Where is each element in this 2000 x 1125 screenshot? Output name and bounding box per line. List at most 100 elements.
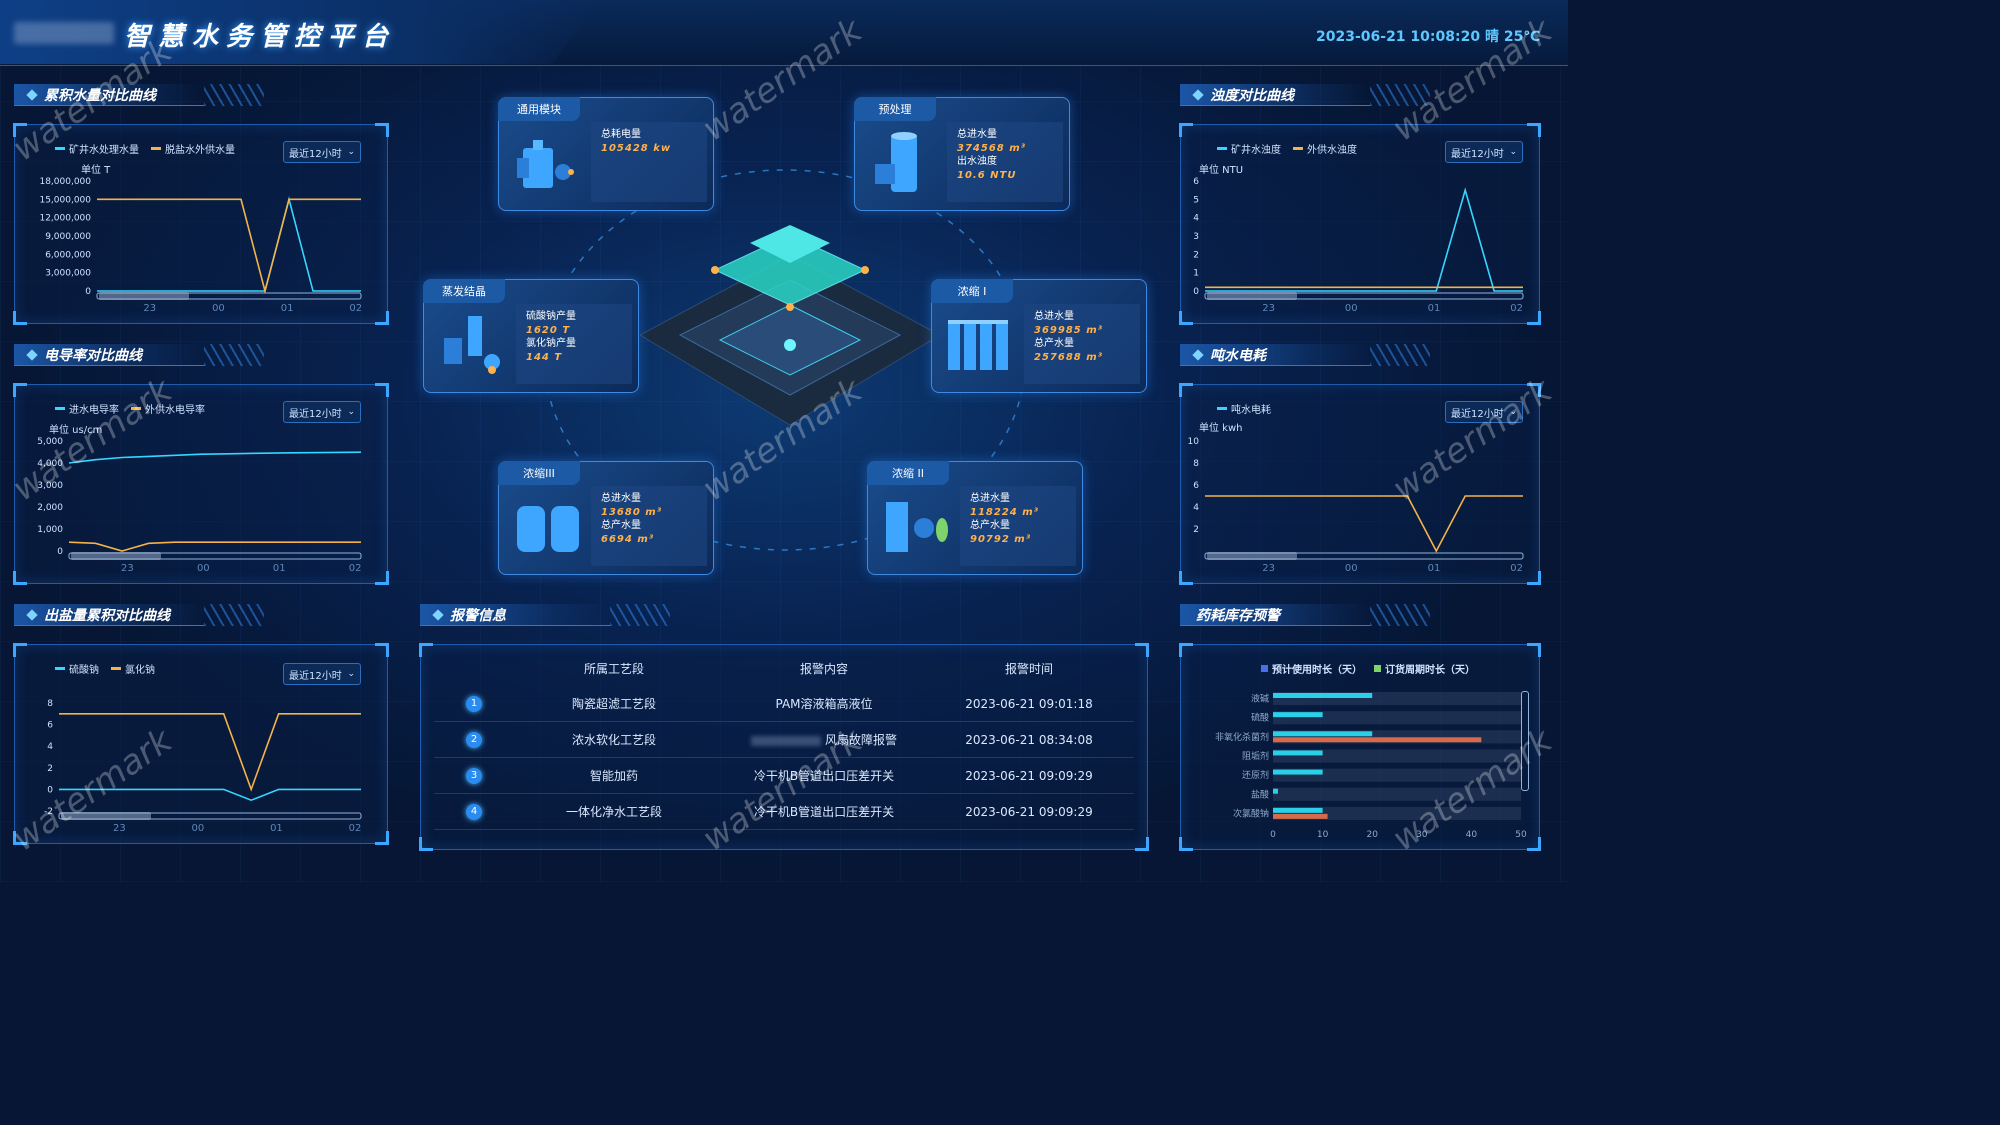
module-card-conc2[interactable]: 浓缩 II 总进水量 118224 m³ 总产水量 90792 m³ [867, 461, 1083, 575]
y-tick-label: 2,000 [37, 503, 63, 513]
y-tick-label: 6 [1193, 481, 1199, 491]
metric-label: 出水浊度 [957, 156, 997, 167]
cell-time: 2023-06-21 09:09:29 [965, 804, 1093, 819]
evaporator-icon [444, 316, 500, 374]
series-line [1205, 495, 1523, 553]
metric-value: 374568 m³ [957, 143, 1027, 154]
x-tick-label: 00 [212, 303, 225, 314]
x-tick-label: 40 [1466, 830, 1478, 840]
metric-label: 总产水量 [970, 520, 1010, 531]
time-range-select[interactable]: 最近12小时⌄ [1445, 141, 1523, 163]
panel-header-salt: 出盐量累积对比曲线 [14, 604, 264, 626]
table-row[interactable]: 3 智能加药 冷干机B管道出口压差开关 2023-06-21 09:09:29 [434, 758, 1134, 794]
time-range-select[interactable]: 最近12小时 ⌄ [283, 663, 361, 685]
unit-label: 单位 NTU [1199, 165, 1244, 176]
panel-title: 浊度对比曲线 [1210, 87, 1294, 104]
time-range-select[interactable]: 最近12小时⌄ [283, 401, 361, 423]
x-tick-label: 23 [1262, 303, 1275, 314]
bar [1273, 737, 1482, 743]
chart-frame-inventory: 预计使用时长（天） 订货周期时长（天） 液碱硫酸非氧化杀菌剂阻垢剂还原剂盐酸次氯… [1179, 643, 1541, 851]
y-tick-label: 6 [47, 721, 53, 731]
datetime-weather: 2023-06-21 10:08:20 晴 25℃ [1316, 26, 1540, 46]
line-chart-water-cumulative: 03,000,0006,000,0009,000,00012,000,00015… [39, 177, 362, 314]
module-card-conc1[interactable]: 浓缩 I 总进水量 369985 m³ 总产水量 257688 m³ [931, 279, 1147, 393]
metric-label: 硫酸钠产量 [526, 311, 576, 322]
x-tick-label: 30 [1416, 830, 1428, 840]
y-tick-label: 1 [1193, 269, 1199, 279]
y-tick-label: 2 [1193, 250, 1199, 260]
row-index-badge: 1 [466, 695, 482, 712]
metric-value: 118224 m³ [970, 507, 1040, 518]
legend-label: 进水电导率 [69, 405, 119, 416]
pump-equipment-icon [517, 140, 574, 188]
zoom-slider-track [68, 552, 362, 560]
cell-time: 2023-06-21 09:09:29 [965, 768, 1093, 783]
chart-legend: 硫酸钠 氯化钠 [55, 661, 155, 676]
table-row[interactable]: 4 一体化净水工艺段 冷干机B管道出口压差开关 2023-06-21 09:09… [434, 794, 1134, 830]
module-card-conc3[interactable]: 浓缩III 总进水量 13680 m³ 总产水量 6694 m³ [498, 461, 714, 575]
y-tick-label: 0 [57, 547, 63, 557]
slash-decoration [1370, 604, 1430, 626]
bar-track [1273, 711, 1521, 725]
slash-decoration [204, 344, 264, 366]
slash-decoration [204, 604, 264, 626]
chevron-down-icon: ⌄ [347, 669, 355, 679]
metric-value: 144 T [526, 352, 563, 363]
module-card-general[interactable]: 通用模块 总耗电量 105428 kw [498, 97, 714, 211]
chart-legend: 吨水电耗 [1217, 401, 1271, 416]
module-info: 总进水量 13680 m³ 总产水量 6694 m³ [591, 486, 707, 566]
module-name: 浓缩III [498, 461, 580, 485]
cell-time: 2023-06-21 08:34:08 [965, 732, 1093, 747]
x-tick-label: 02 [349, 303, 362, 314]
top-bar: 智慧水务管控平台 2023-06-21 10:08:20 晴 25℃ [0, 0, 1568, 66]
time-range-select[interactable]: 最近12小时⌄ [283, 141, 361, 163]
x-tick-label: 20 [1366, 830, 1378, 840]
cell-content-text: 风扇故障报警 [824, 733, 897, 747]
panel-title: 报警信息 [450, 607, 506, 624]
table-row[interactable]: 1 陶瓷超滤工艺段 PAM溶液箱高液位 2023-06-21 09:01:18 [434, 686, 1134, 722]
zoom-slider-track [1204, 292, 1524, 300]
row-index-badge: 4 [466, 803, 482, 820]
select-value: 最近12小时 [289, 670, 342, 682]
bar [1273, 712, 1323, 718]
module-card-pretreat[interactable]: 预处理 总进水量 374568 m³ 出水浊度 10.6 NTU [854, 97, 1070, 211]
bar [1273, 807, 1323, 813]
select-value: 最近12小时 [289, 148, 342, 160]
series-line [68, 541, 361, 552]
chevron-down-icon: ⌄ [347, 407, 355, 417]
x-tick-label: 02 [1510, 303, 1523, 314]
module-name: 通用模块 [498, 97, 580, 121]
panel-header-conductivity: 电导率对比曲线 [14, 344, 264, 366]
reactor-icon [886, 502, 948, 552]
vertical-scrollbar[interactable] [1521, 691, 1529, 791]
panel-title: 出盐量累积对比曲线 [44, 607, 170, 624]
datetime: 2023-06-21 10:08:20 [1316, 29, 1481, 45]
table-row[interactable]: 2 浓水软化工艺段 风扇故障报警 2023-06-21 08:34:08 [434, 722, 1134, 758]
y-tick-label: 10 [1188, 437, 1200, 447]
background [0, 0, 1568, 882]
y-tick-label: 4 [1193, 503, 1199, 513]
x-tick-label: 10 [1317, 830, 1329, 840]
diamond-icon [26, 88, 38, 101]
y-tick-label: 6 [1193, 177, 1199, 187]
x-tick-label: 01 [1428, 303, 1441, 314]
zoom-slider-track [58, 812, 362, 820]
metric-label: 总产水量 [1034, 338, 1074, 349]
series-line [97, 196, 361, 292]
title-plate [0, 0, 600, 64]
panel-title: 药耗库存预警 [1196, 607, 1280, 624]
y-tick-label: 6,000,000 [45, 250, 91, 260]
module-info: 总进水量 369985 m³ 总产水量 257688 m³ [1024, 304, 1140, 384]
diamond-icon [26, 608, 38, 621]
bar [1273, 788, 1278, 794]
legend-label: 预计使用时长（天） [1272, 665, 1362, 676]
x-tick-label: 50 [1515, 830, 1527, 840]
module-card-evap[interactable]: 蒸发结晶 硫酸钠产量 1620 T 氯化钠产量 144 T [423, 279, 639, 393]
y-tick-label: 5,000 [37, 437, 63, 447]
time-range-select[interactable]: 最近12小时⌄ [1445, 401, 1523, 423]
category-label: 阻垢剂 [1242, 750, 1269, 762]
